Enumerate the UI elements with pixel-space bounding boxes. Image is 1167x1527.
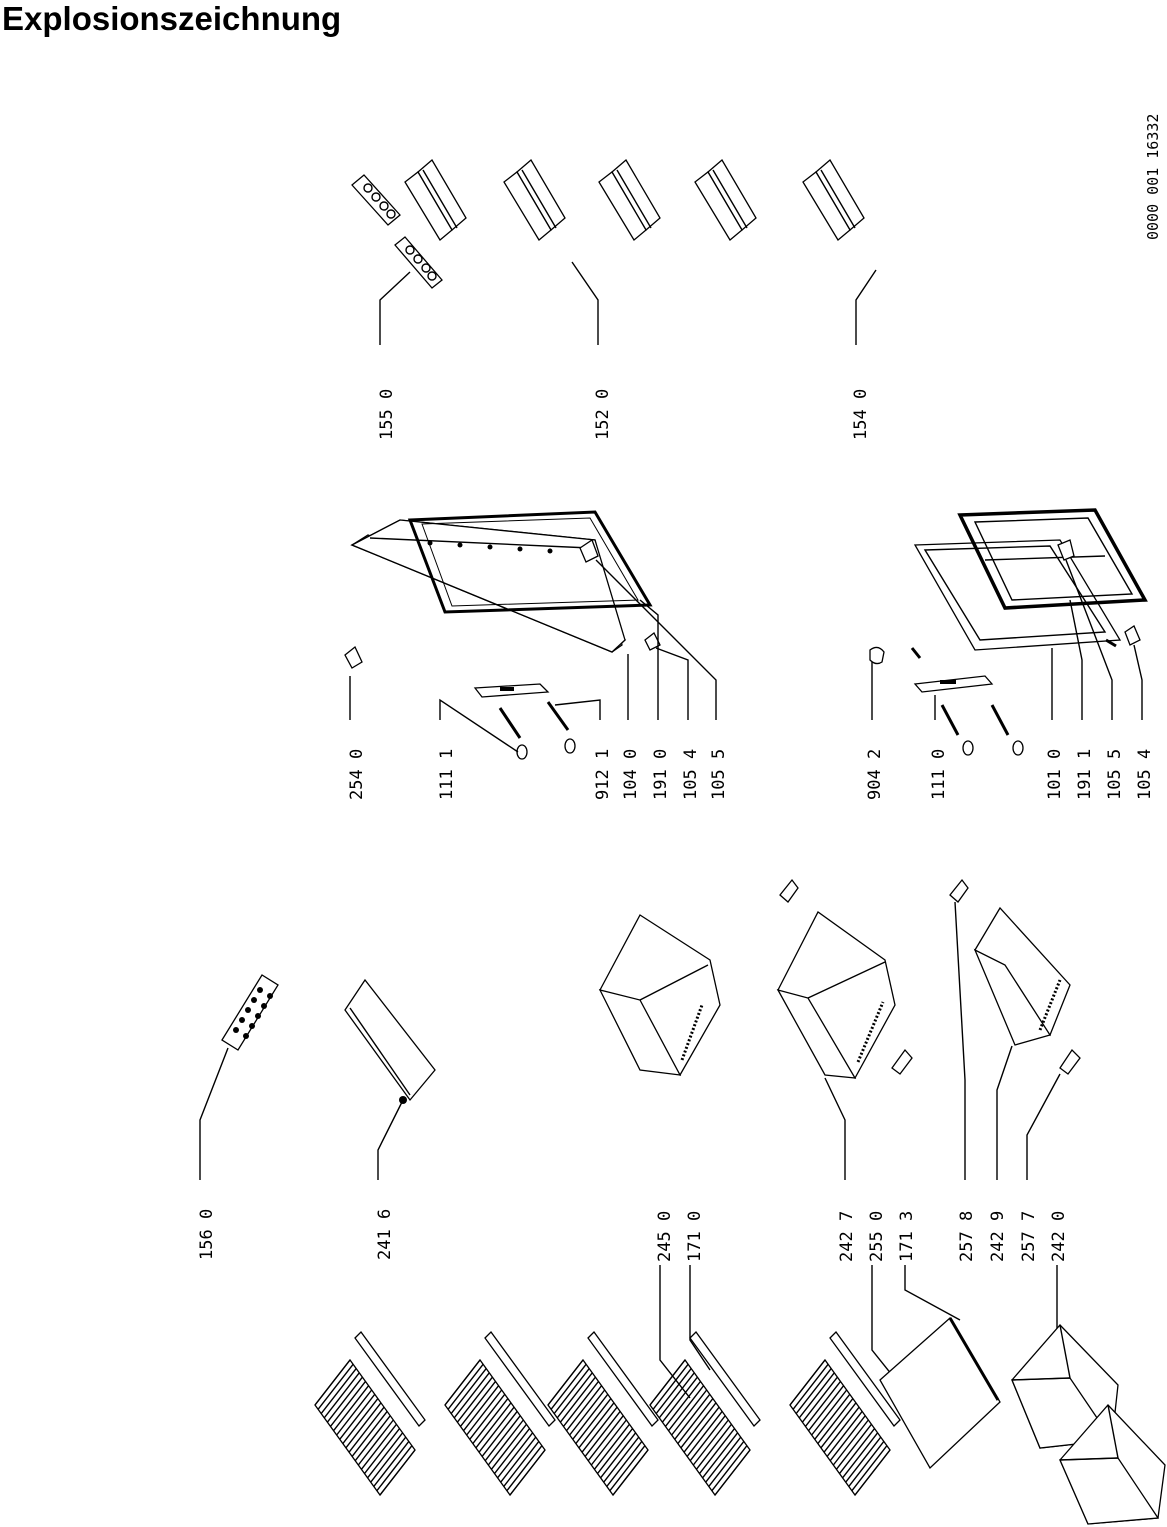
- leader-191-0: [639, 599, 659, 720]
- leader-257-8: [954, 901, 966, 1180]
- upper-screws: [498, 701, 576, 760]
- callout-101-0: 101 0: [1045, 749, 1065, 800]
- door-bin-1: [404, 159, 467, 241]
- callout-255-0: 255 0: [867, 1211, 887, 1262]
- callout-105-4a: 105 4: [681, 749, 701, 800]
- leader-171-3: [904, 1265, 961, 1321]
- upper-handle-plate: [473, 683, 550, 698]
- upper-hinge-part: [344, 645, 363, 669]
- drawer-clip-3b: [1059, 1048, 1081, 1075]
- leader-241-6: [377, 1101, 403, 1180]
- callout-152-0: 152 0: [593, 389, 613, 440]
- callout-104-0: 104 0: [621, 749, 641, 800]
- lower-small-hinge: [1057, 539, 1141, 648]
- wire-shelf-2: [444, 1331, 556, 1497]
- leader-257-7: [1026, 1073, 1061, 1180]
- door-bins: [404, 159, 865, 241]
- door-bin-2: [503, 159, 566, 241]
- callout-242-7: 242 7: [837, 1211, 857, 1262]
- glass-shelf: [879, 1316, 1001, 1470]
- callout-155-0: 155 0: [377, 389, 397, 440]
- callout-111-1: 111 1: [437, 749, 457, 800]
- leader-155-0: [379, 271, 411, 345]
- leader-105-4b: [1133, 644, 1143, 720]
- leader-242-7: [824, 1077, 846, 1180]
- leader-171-0: [689, 1265, 711, 1371]
- callout-245-0: 245 0: [655, 1211, 675, 1262]
- upper-door-gasket: [407, 510, 653, 614]
- callout-904-2: 904 2: [865, 749, 885, 800]
- callout-257-8: 257 8: [957, 1211, 977, 1262]
- wire-shelf-1: [314, 1331, 426, 1497]
- document-number: 0000 001 16332: [1144, 114, 1162, 240]
- callout-191-1: 191 1: [1075, 749, 1095, 800]
- lower-hinge-cap: [869, 646, 885, 665]
- leader-245-0: [659, 1265, 691, 1399]
- callout-105-5b: 105 5: [1105, 749, 1125, 800]
- wire-shelf-3: [547, 1331, 659, 1497]
- drawer-clip-mid: [891, 1048, 913, 1075]
- leader-242-9: [996, 1045, 1013, 1180]
- callout-241-6: 241 6: [375, 1209, 395, 1260]
- door-bin-3: [598, 159, 661, 241]
- wire-shelves: [314, 1331, 901, 1497]
- upper-door-panel: [350, 519, 627, 653]
- drawer-clip-top: [779, 878, 799, 903]
- wire-shelf-4: [649, 1331, 761, 1497]
- egg-tray-right: [351, 174, 401, 226]
- ice-cube-tray: [221, 974, 279, 1051]
- crisper-drawer-3: [973, 906, 1071, 1046]
- crisper-drawer-2: [776, 911, 896, 1080]
- callout-191-0: 191 0: [651, 749, 671, 800]
- door-bin-4: [694, 159, 757, 241]
- leader-152-0: [571, 261, 599, 345]
- callout-111-0: 111 0: [929, 749, 949, 800]
- upper-small-hinge: [579, 539, 661, 651]
- callout-105-5a: 105 5: [709, 749, 729, 800]
- freezer-flap: [344, 978, 436, 1104]
- callout-105-4b: 105 4: [1135, 749, 1155, 800]
- crisper-drawer-1: [598, 914, 721, 1077]
- callout-912-1: 912 1: [593, 749, 613, 800]
- callout-171-0: 171 0: [685, 1211, 705, 1262]
- leader-105-5a: [595, 559, 717, 720]
- vegetable-bin-2: [1059, 1404, 1166, 1525]
- wire-shelf-5: [789, 1331, 901, 1497]
- lower-small-screw: [910, 647, 922, 659]
- lower-door-gasket: [957, 508, 1148, 610]
- callout-242-9: 242 9: [988, 1211, 1008, 1262]
- callout-257-7: 257 7: [1019, 1211, 1039, 1262]
- lower-screws: [940, 704, 1024, 756]
- callout-254-0: 254 0: [347, 749, 367, 800]
- leader-154-0: [855, 269, 877, 345]
- leader-105-4a: [655, 647, 689, 720]
- callout-156-0: 156 0: [197, 1209, 217, 1260]
- page-title: Explosionszeichnung: [2, 0, 342, 37]
- callout-242-0: 242 0: [1049, 1211, 1069, 1262]
- egg-tray-left: [394, 236, 443, 289]
- leader-111-1: [439, 698, 519, 753]
- door-bin-5: [802, 159, 865, 241]
- callout-171-3: 171 3: [897, 1211, 917, 1262]
- leader-156-0: [199, 1047, 229, 1180]
- callout-154-0: 154 0: [851, 389, 871, 440]
- lower-handle-plate: [913, 675, 994, 693]
- drawer-clip-3a: [949, 878, 969, 903]
- leader-191-1: [1069, 599, 1083, 720]
- leader-105-5b: [1065, 559, 1113, 720]
- leader-912-1: [554, 699, 601, 720]
